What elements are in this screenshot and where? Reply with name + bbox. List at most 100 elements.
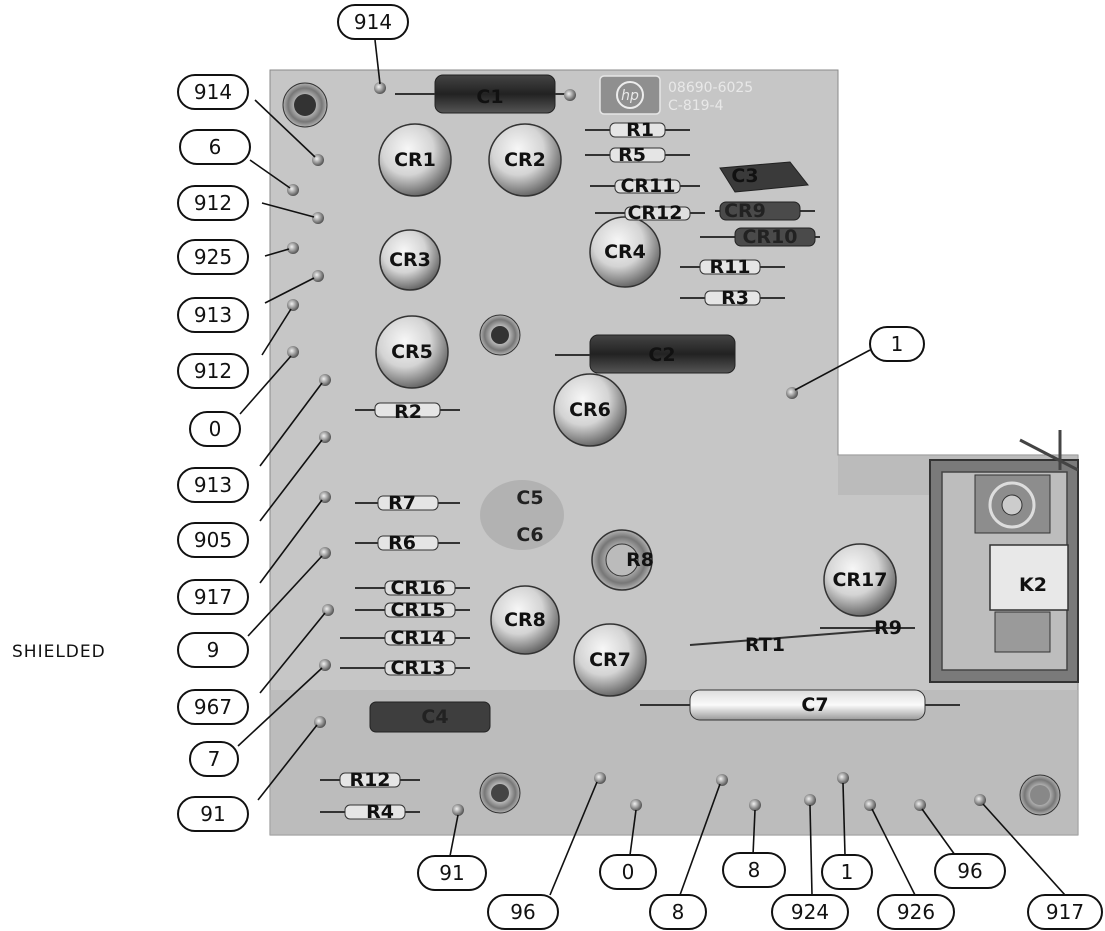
callout-label: 914 [194, 80, 232, 104]
label-cr12: CR12 [627, 202, 682, 224]
callout-leaders [237, 39, 1066, 896]
label-cr3: CR3 [389, 249, 431, 271]
label-cr2: CR2 [504, 149, 546, 171]
label-c3: C3 [731, 165, 758, 187]
callout-label: 7 [208, 747, 221, 771]
callout-label: 925 [194, 245, 232, 269]
label-r9: R9 [874, 617, 902, 639]
capacitor-c1: C1 [395, 74, 575, 114]
axial-r3: R3 [680, 287, 785, 309]
can-cr3: CR3 [379, 229, 441, 291]
label-k2: K2 [1019, 574, 1047, 596]
callout-label: 91 [439, 861, 464, 885]
callout-left-11: 967 [177, 689, 249, 725]
label-r7: R7 [388, 492, 416, 514]
callout-left-8: 905 [177, 522, 249, 558]
callout-right: 1 [869, 326, 925, 362]
callout-bottom-lower-4: 917 [1027, 894, 1103, 930]
callout-bottom-upper-1: 0 [599, 854, 657, 890]
callout-label: 914 [354, 10, 392, 34]
capacitor-c4: C4 [369, 701, 491, 733]
shielded-label: SHIELDED [12, 642, 106, 662]
label-r3: R3 [721, 287, 749, 309]
terminal-pads [287, 82, 986, 816]
capacitor-c7: C7 [640, 689, 960, 721]
axial-cr9: CR9 [715, 200, 815, 222]
label-cr10: CR10 [742, 226, 797, 248]
label-r6: R6 [388, 532, 416, 554]
callout-left-6: 0 [189, 411, 241, 447]
board-part-number: 08690-6025 [668, 80, 753, 96]
axial-cr10: CR10 [700, 226, 820, 248]
board-date-code: C-819-4 [668, 98, 724, 114]
label-r12: R12 [349, 769, 390, 791]
label-cr4: CR4 [604, 241, 646, 263]
callout-label: 96 [957, 859, 982, 883]
can-cr4: CR4 [589, 216, 661, 288]
can-cr5: CR5 [375, 315, 449, 389]
callout-left-5: 912 [177, 353, 249, 389]
callout-label: 1 [891, 332, 904, 356]
axial-r12: R12 [320, 769, 420, 791]
axial-cr15: CR15 [355, 599, 470, 621]
callout-label: 926 [897, 900, 935, 924]
hp-logo-text: hp [621, 88, 639, 104]
can-cr7: CR7 [573, 623, 647, 697]
callout-bottom-upper-2: 8 [722, 852, 786, 888]
callout-label: 8 [672, 900, 685, 924]
callout-label: 8 [748, 858, 761, 882]
axial-r1: R1 [585, 119, 690, 141]
callout-left-7: 913 [177, 467, 249, 503]
can-cr2: CR2 [488, 123, 562, 197]
callout-label: 917 [1046, 900, 1084, 924]
label-cr9: CR9 [724, 200, 766, 222]
label-cr11: CR11 [620, 175, 675, 197]
callout-label: 6 [209, 135, 222, 159]
board-marking: hp 08690-6025 C-819-4 [599, 75, 753, 115]
callout-label: 9 [207, 638, 220, 662]
callout-bottom-lower-2: 924 [771, 894, 849, 930]
callout-bottom-lower-3: 926 [877, 894, 955, 930]
callout-top: 914 [337, 4, 409, 40]
callout-bottom-lower-1: 8 [649, 894, 707, 930]
label-r11: R11 [709, 256, 750, 278]
label-c7: C7 [801, 694, 828, 716]
label-cr1: CR1 [394, 149, 436, 171]
can-cr8: CR8 [490, 585, 560, 655]
can-cr1: CR1 [378, 123, 452, 197]
callout-label: 917 [194, 585, 232, 609]
trimmer-r8: R8 [591, 529, 654, 591]
axial-r2: R2 [355, 401, 460, 423]
label-c6: C6 [516, 524, 543, 546]
label-c4: C4 [421, 706, 448, 728]
callout-left-9: 917 [177, 579, 249, 615]
axial-cr12: CR12 [595, 202, 705, 224]
axial-cr13: CR13 [340, 657, 470, 679]
axial-r5: R5 [585, 144, 690, 166]
callout-left-2: 912 [177, 185, 249, 221]
axial-cr14: CR14 [340, 627, 470, 649]
callout-label: 924 [791, 900, 829, 924]
callout-label: 0 [622, 860, 635, 884]
callout-label: 967 [194, 695, 232, 719]
callout-bottom-lower-0: 96 [487, 894, 559, 930]
jack-top-left [282, 82, 328, 128]
axial-r6: R6 [355, 532, 460, 554]
callout-label: 96 [510, 900, 535, 924]
label-cr16: CR16 [390, 577, 445, 599]
jack-bottom-right [1019, 774, 1061, 816]
label-rt1: RT1 [745, 634, 785, 656]
callout-label: 905 [194, 528, 232, 552]
can-cr17: CR17 [823, 543, 897, 617]
jack-middle [479, 314, 521, 356]
label-r2: R2 [394, 401, 422, 423]
callout-left-1: 6 [179, 129, 251, 165]
label-c5: C5 [516, 487, 543, 509]
axial-cr16: CR16 [355, 577, 470, 599]
label-cr7: CR7 [589, 649, 631, 671]
callout-label: 913 [194, 473, 232, 497]
relay-k2 [929, 430, 1079, 683]
callout-bottom-upper-4: 96 [934, 853, 1006, 889]
label-cr14: CR14 [390, 627, 445, 649]
